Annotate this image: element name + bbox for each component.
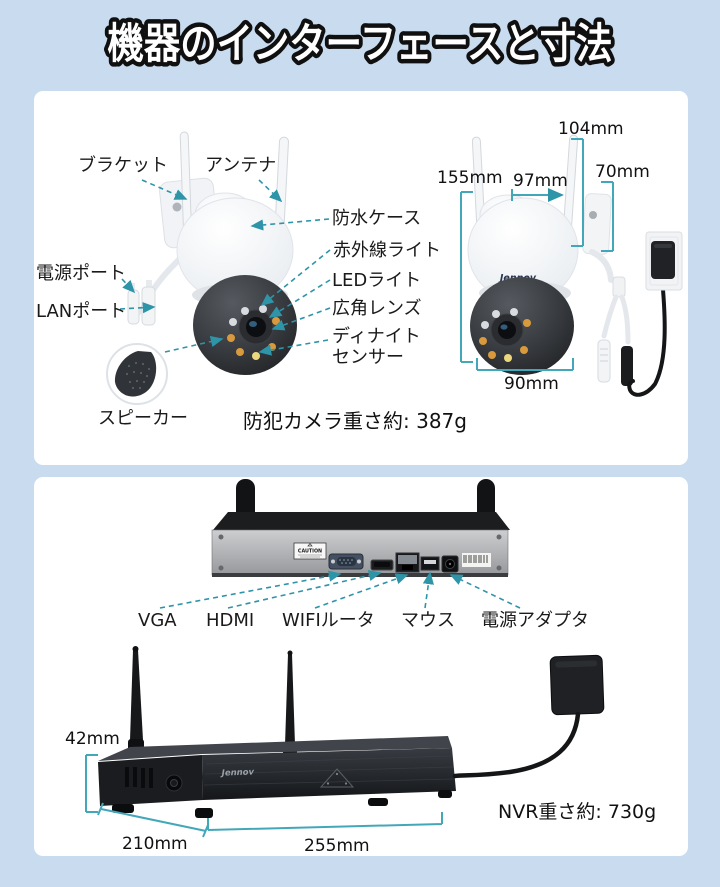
- dim-104mm: 104mm: [558, 119, 624, 139]
- label-waterproof-case: 防水ケース: [332, 208, 422, 229]
- label-vga: VGA: [138, 610, 177, 631]
- usb-port: [420, 556, 440, 571]
- speaker-icon: [106, 343, 168, 405]
- vga-port: [328, 553, 364, 570]
- camera-photo-right: Jennov: [467, 134, 683, 397]
- wall-bracket: [582, 193, 612, 255]
- wide-angle-lens-shape: [246, 317, 266, 337]
- power-adapter-plug: [651, 241, 675, 279]
- ethernet-port: [395, 552, 420, 573]
- label-led-light: LEDライト: [332, 270, 422, 291]
- dim-42mm: 42mm: [65, 729, 120, 749]
- dim-90mm: 90mm: [504, 374, 559, 394]
- label-ir-light: 赤外線ライト: [333, 240, 441, 261]
- barcode-sticker: [462, 553, 491, 567]
- dim-97mm: 97mm: [513, 171, 568, 191]
- nvr-dimension-lines: [85, 754, 443, 838]
- page-title: 機器のインターフェースと寸法: [108, 19, 613, 68]
- nvr-front-photo: Jennov: [98, 646, 605, 818]
- label-power-port: 電源ポート: [36, 263, 126, 284]
- camera-diagram: Jennov: [106, 131, 683, 405]
- wall-outlet: [645, 231, 683, 291]
- dimension-lines: [460, 138, 614, 371]
- camera-section-card: Jennov: [34, 91, 688, 465]
- bracket-screw: [172, 202, 182, 212]
- indicator-triangle: [319, 768, 355, 788]
- svg-text:CAUTION: CAUTION: [298, 549, 322, 555]
- label-hdmi: HDMI: [206, 610, 255, 631]
- label-power-adapter: 電源アダプタ: [481, 610, 589, 631]
- nvr-diagram: CAUTION: [85, 479, 605, 838]
- annotation-arrows: [119, 179, 331, 356]
- front-antenna-left: [130, 650, 143, 740]
- label-bracket: ブラケット: [78, 155, 168, 176]
- nvr-section-card: CAUTION: [34, 477, 688, 856]
- label-mouse: マウス: [401, 610, 455, 631]
- nvr-top-face: [202, 748, 456, 800]
- power-jack: [441, 555, 459, 573]
- label-wide-angle-lens: 広角レンズ: [332, 298, 422, 319]
- label-wifi-router: WIFIルータ: [282, 610, 375, 631]
- vent-slots: [125, 767, 153, 788]
- dim-255mm: 255mm: [304, 836, 370, 856]
- power-port-connector: [127, 289, 140, 325]
- port-callout-lines: [159, 570, 521, 609]
- power-cable: [627, 276, 667, 397]
- front-antenna-right: [285, 654, 295, 745]
- lan-port-connector: [141, 286, 156, 326]
- camera-weight-note: 防犯カメラ重さ約: 387g: [243, 409, 467, 433]
- brand-logo: Jennov: [220, 767, 255, 778]
- label-antenna: アンテナ: [205, 155, 277, 176]
- page-title-graphic: 機器のインターフェースと寸法: [103, 15, 617, 73]
- dim-70mm: 70mm: [595, 162, 650, 182]
- nvr-weight-note: NVR重さ約: 730g: [498, 801, 657, 823]
- nvr-feet: [112, 790, 452, 818]
- label-speaker: スピーカー: [98, 408, 188, 429]
- nvr-rear-photo: CAUTION: [211, 479, 510, 577]
- dim-155mm: 155mm: [437, 168, 503, 188]
- front-power-adapter: [549, 654, 605, 716]
- hdmi-port: [370, 559, 394, 571]
- front-power-cable: [452, 711, 581, 779]
- caution-sticker: CAUTION: [293, 542, 327, 560]
- dim-210mm: 210mm: [122, 834, 188, 854]
- label-day-night-sensor: ディナイト センサー: [332, 326, 421, 368]
- label-lan-port: LANポート: [36, 301, 127, 322]
